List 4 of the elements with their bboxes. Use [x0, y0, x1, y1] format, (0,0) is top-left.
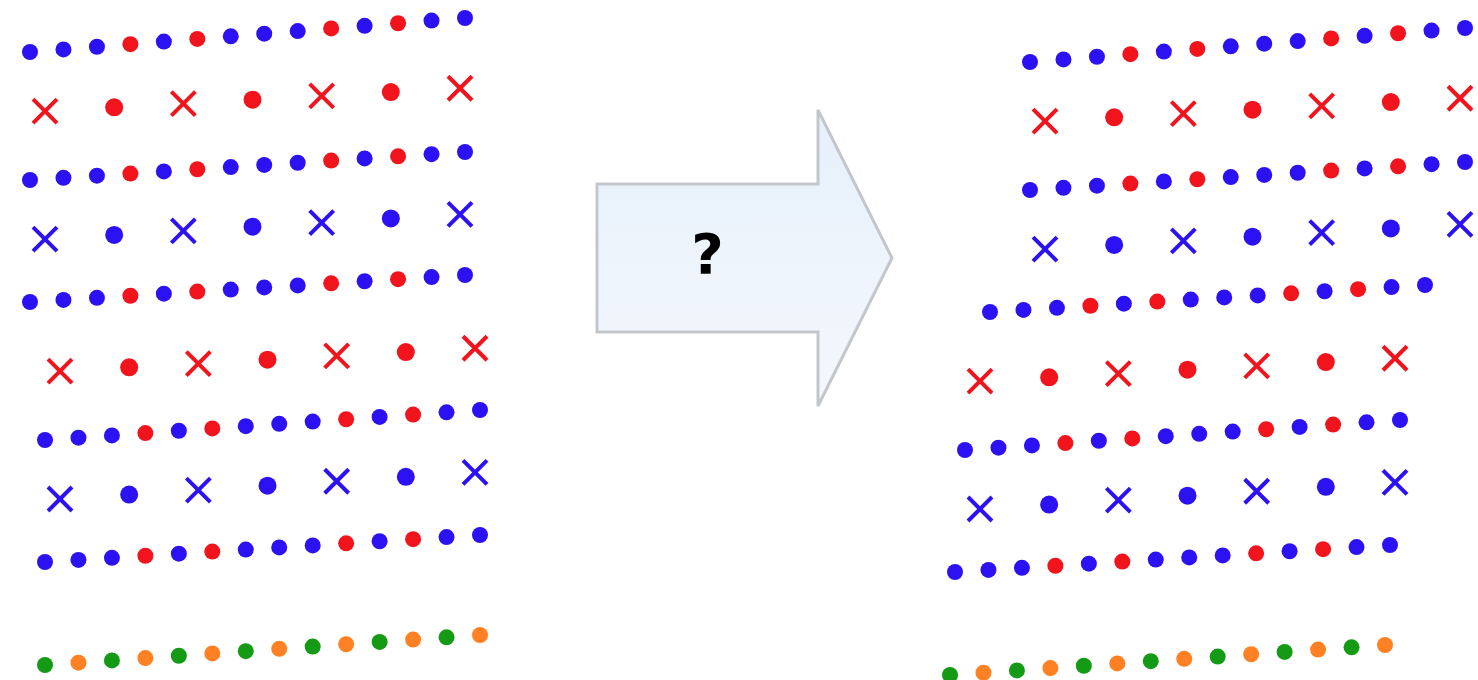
dot-pattern-drawing [22, 10, 489, 673]
edge-label: ? [690, 226, 725, 282]
block-arrow [595, 108, 894, 408]
dot-pattern-drawing [942, 20, 1474, 680]
